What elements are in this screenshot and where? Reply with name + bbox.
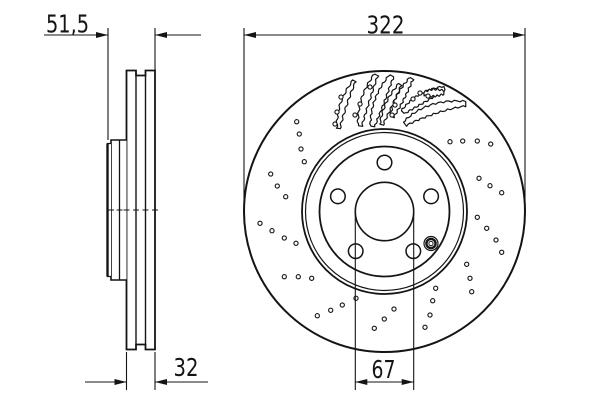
dimension-arrow <box>155 32 167 38</box>
drilled-hole <box>488 141 494 147</box>
drilled-hole <box>295 274 301 280</box>
lug-hole <box>376 154 393 171</box>
drilled-hole <box>298 146 304 152</box>
drilled-hole <box>296 131 302 137</box>
drilled-hole <box>314 313 320 319</box>
drilled-hole <box>493 237 499 243</box>
side-view-cross-section <box>106 69 158 351</box>
drilled-hole <box>274 183 280 189</box>
drilled-hole <box>268 171 274 177</box>
dimension-arrow <box>244 32 256 38</box>
dimension-arrow <box>96 32 108 38</box>
drilled-hole <box>328 307 334 313</box>
drilled-hole <box>447 139 453 145</box>
drilled-hole <box>371 325 377 331</box>
set-screw-ring <box>428 240 434 247</box>
dimension-label-center-bore: 67 <box>372 355 396 384</box>
drilled-hole <box>281 235 287 241</box>
disc-body-outline <box>125 69 156 351</box>
drilled-hole <box>476 175 482 181</box>
drilled-hole <box>257 220 263 226</box>
drilled-hole <box>499 190 505 196</box>
dimension-label-overall-width: 51,5 <box>46 10 89 39</box>
drilled-hole <box>283 194 289 200</box>
drilled-hole <box>392 102 398 108</box>
dimension-label-disc-thickness: 32 <box>174 353 199 382</box>
dimension-arrow <box>401 379 414 385</box>
drilled-hole <box>339 302 345 308</box>
dimension-arrow <box>114 379 127 385</box>
drilled-hole <box>433 285 439 291</box>
drilled-hole <box>417 90 423 96</box>
drilled-hole <box>294 119 300 125</box>
lug-hole <box>329 188 346 205</box>
dimension-outer-diameter: 322 <box>243 11 526 213</box>
dimension-center-bore: 67 <box>354 211 415 390</box>
drilled-hole <box>357 101 363 107</box>
drilled-hole <box>293 240 299 246</box>
drilled-hole <box>309 275 315 281</box>
drilled-hole <box>474 214 480 220</box>
drilled-hole <box>499 249 505 255</box>
drilled-hole <box>410 96 416 102</box>
drilled-hole <box>301 159 307 165</box>
dimension-arrow <box>355 379 368 385</box>
drilled-hole <box>353 295 359 301</box>
drilled-hole <box>484 225 490 231</box>
drilled-hole <box>389 112 395 118</box>
dimension-disc-thickness: 32 <box>85 352 208 390</box>
lug-hole <box>423 188 440 205</box>
drilled-hole <box>487 183 493 189</box>
center-bore-circle <box>354 181 415 242</box>
front-view <box>243 70 526 353</box>
drilled-hole <box>334 109 340 115</box>
drilled-hole <box>427 312 433 318</box>
drilled-hole <box>469 289 475 295</box>
set-screw-ring <box>423 235 439 252</box>
drilled-hole <box>464 261 470 267</box>
drilled-hole <box>430 298 436 304</box>
drilled-hole <box>474 138 480 144</box>
drilled-hole <box>338 94 344 100</box>
slot-mark-1 <box>356 73 380 127</box>
dimension-overall-width: 51,5 <box>44 10 201 140</box>
slot-mark-6 <box>402 99 467 127</box>
drilled-hole <box>391 306 397 312</box>
dimension-arrow <box>513 32 525 38</box>
drilled-hole <box>352 112 358 118</box>
drilled-hole <box>367 84 373 90</box>
drilled-hole <box>467 275 473 281</box>
drilled-hole <box>381 316 387 322</box>
drilled-hole <box>269 228 275 234</box>
drilled-hole <box>281 274 287 280</box>
drilled-hole <box>332 121 338 127</box>
dimension-arrow <box>155 379 167 385</box>
drilled-hole <box>422 324 428 330</box>
set-screw-ring <box>425 237 437 250</box>
drilled-hole <box>460 138 466 144</box>
drilled-hole <box>425 93 431 99</box>
